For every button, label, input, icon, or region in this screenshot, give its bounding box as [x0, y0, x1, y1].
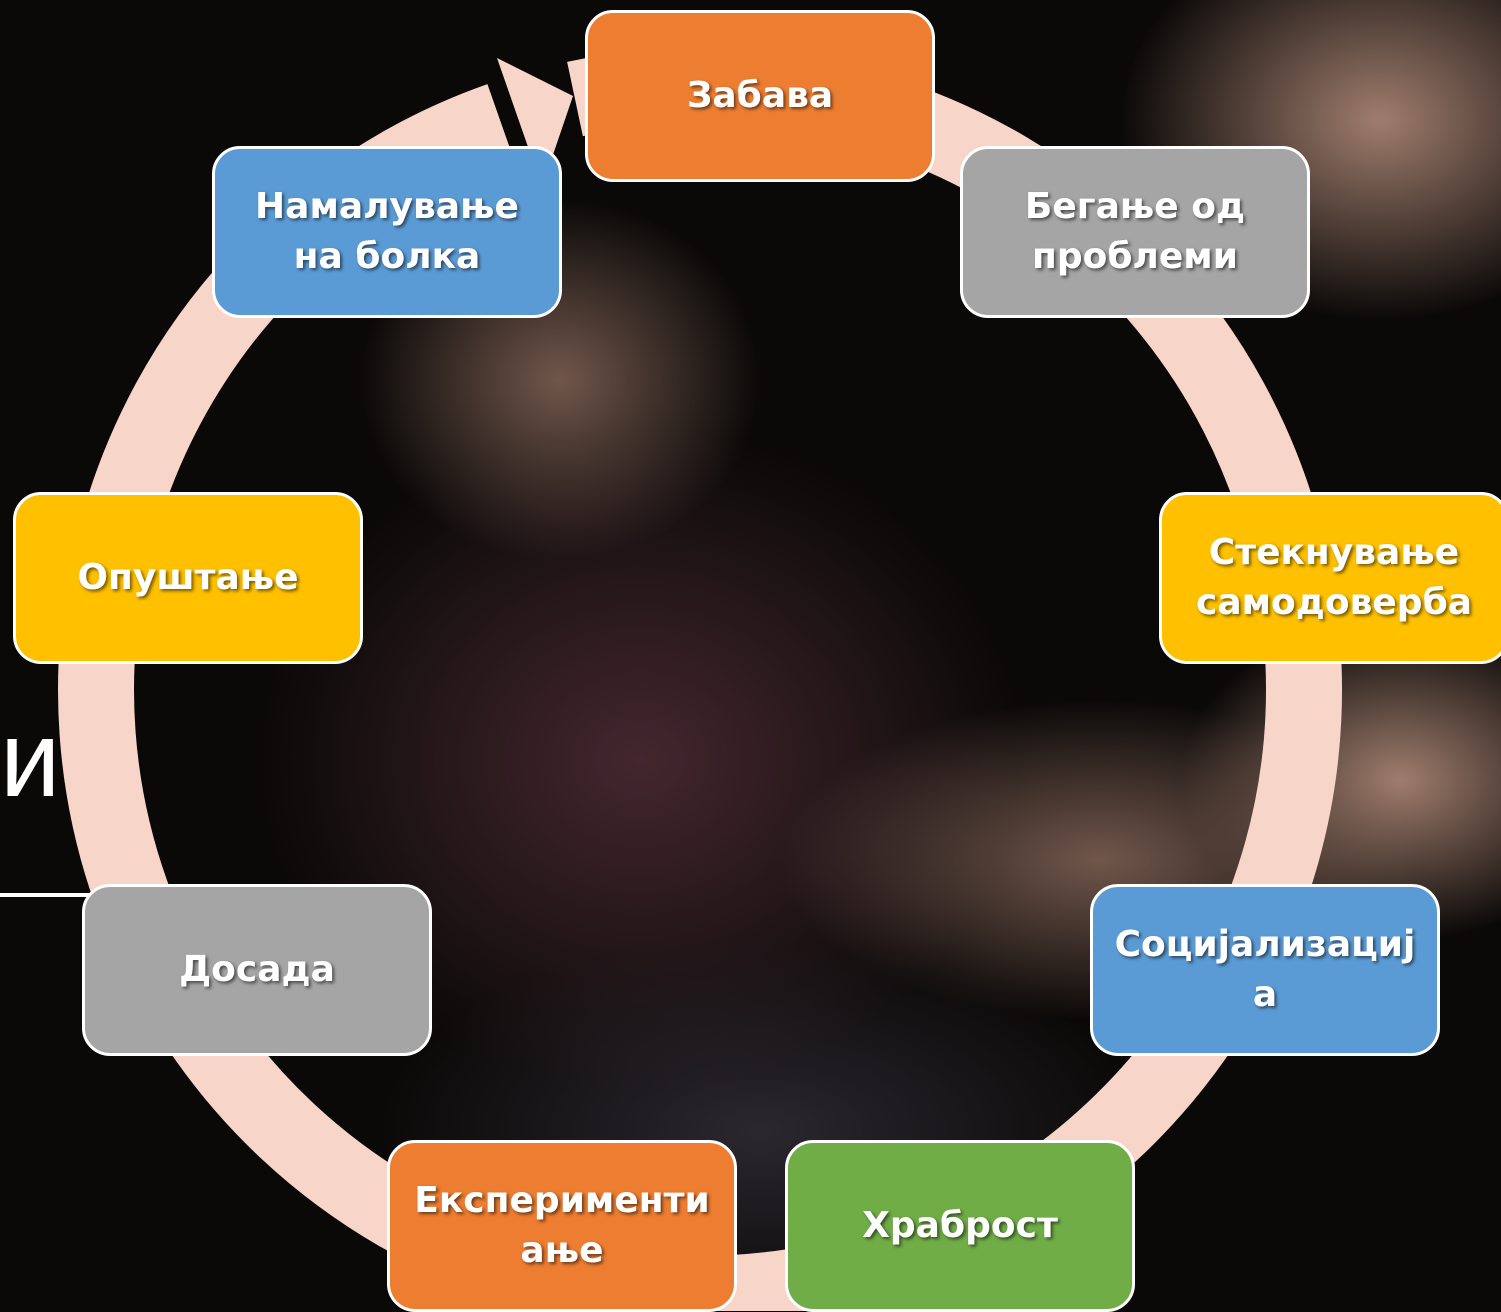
cycle-arrowhead: [497, 58, 573, 187]
cycle-node-label-line: Експерименти: [414, 1179, 710, 1221]
cycle-node-namaluvanje: Намалување на болка: [212, 146, 562, 318]
cycle-node-dosada: Досада: [82, 884, 432, 1056]
cycle-node-label-line: самодоверба: [1196, 582, 1472, 623]
cycle-node-label-line: Досада: [179, 948, 335, 990]
cycle-node-label-line: Опуштање: [77, 556, 299, 598]
cycle-node-eksperimentiranje: Експерименти ање: [387, 1140, 737, 1312]
cycle-node-label-line: Намалување: [255, 185, 519, 227]
cycle-node-label: Социјализациј а: [1115, 920, 1416, 1021]
cycle-node-opustanje: Опуштање: [13, 492, 363, 664]
cycle-node-label-line: а: [1252, 974, 1278, 1015]
cycle-node-label-line: Храброст: [862, 1204, 1058, 1246]
cycle-node-label: Експерименти ање: [414, 1176, 709, 1277]
cycle-node-label: Стекнување самодоверба: [1196, 528, 1472, 629]
cycle-node-label-line: Стекнување: [1208, 531, 1460, 573]
cycle-node-label: Бегање од проблеми: [1025, 182, 1245, 283]
cycle-node-socijalizacija: Социјализациј а: [1090, 884, 1440, 1056]
cycle-node-label-line: на болка: [293, 236, 481, 277]
cycle-node-label: Забава: [687, 71, 833, 121]
cycle-node-label-line: проблеми: [1032, 236, 1238, 277]
cycle-node-label: Опуштање: [77, 553, 298, 603]
cycle-node-label: Храброст: [862, 1201, 1058, 1251]
cycle-node-label-line: Бегање од: [1024, 185, 1246, 227]
cycle-node-hrabrost: Храброст: [785, 1140, 1135, 1312]
cycle-node-label: Досада: [179, 945, 335, 995]
cycle-node-zabava: Забава: [585, 10, 935, 182]
cycle-node-label-line: ање: [520, 1230, 604, 1271]
cycle-node-label-line: Социјализациј: [1114, 923, 1416, 965]
cycle-node-label-line: Забава: [686, 74, 834, 116]
cycle-node-steknuvanje: Стекнување самодоверба: [1159, 492, 1501, 664]
cycle-node-beganje: Бегање од проблеми: [960, 146, 1310, 318]
cycle-node-label: Намалување на болка: [255, 182, 519, 283]
title-underline: [0, 893, 95, 897]
